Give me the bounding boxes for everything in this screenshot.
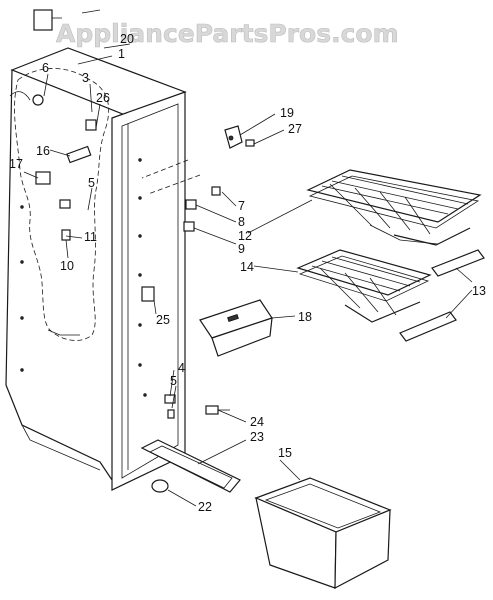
foot-cap (151, 479, 169, 493)
callout-4: 4 (178, 361, 185, 375)
callout-18: 18 (298, 310, 312, 324)
leader-lines (23, 9, 473, 507)
callout-9: 9 (238, 242, 245, 256)
callout-3: 3 (82, 71, 89, 85)
watermark-text: AppliancePartsPros.com (56, 19, 399, 48)
callout-19: 19 (280, 106, 294, 120)
wire-shelf-lower (296, 249, 432, 323)
callout-10: 10 (60, 259, 74, 273)
thermostat-assembly (224, 125, 255, 149)
callout-1: 1 (118, 47, 125, 61)
callout-5b: 5 (170, 374, 177, 388)
callout-24: 24 (250, 415, 264, 429)
callout-12: 12 (238, 229, 252, 243)
shelf-supports (183, 186, 221, 232)
callout-11: 11 (84, 230, 97, 244)
callout-6: 6 (42, 61, 49, 75)
wire-shelf-upper (306, 169, 482, 246)
callout-20: 20 (120, 32, 134, 46)
shelf-cover (199, 299, 273, 357)
callout-26a: 26 (96, 91, 110, 105)
callout-5a: 5 (88, 176, 95, 190)
callout-16: 16 (36, 144, 50, 158)
callout-labels: 20 1 6 3 26 16 17 5 11 10 19 27 7 8 12 9… (9, 32, 486, 514)
shelf-trims (399, 249, 485, 342)
callout-22: 22 (198, 500, 212, 514)
callout-23: 23 (250, 430, 264, 444)
callout-7: 7 (238, 199, 245, 213)
callout-13: 13 (472, 284, 486, 298)
callout-27: 27 (288, 122, 302, 136)
callout-17: 17 (9, 157, 23, 171)
crisper-slide (140, 405, 241, 493)
freezer-liner (5, 9, 187, 491)
callout-25: 25 (156, 313, 170, 327)
callout-15: 15 (278, 446, 292, 460)
crisper-pan (254, 477, 392, 590)
callout-14: 14 (240, 260, 254, 274)
callout-8: 8 (238, 215, 245, 229)
